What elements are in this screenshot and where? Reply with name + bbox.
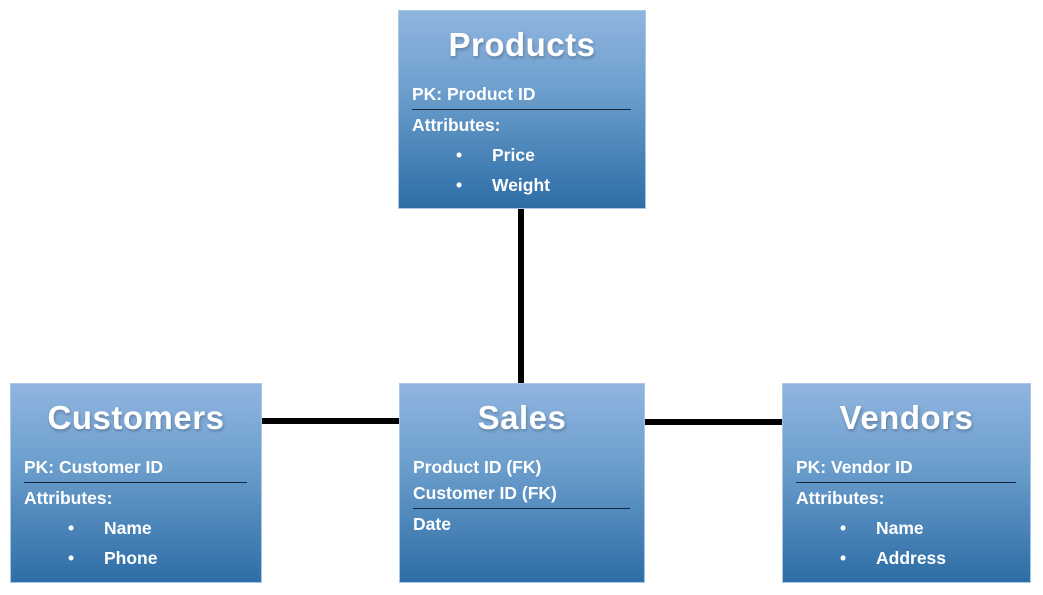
foreign-key-row: Product ID (FK) [413,457,542,477]
attribute-list-item: • Price [412,142,633,168]
attributes-label: Attributes: [24,488,113,508]
attribute-label: Name [104,518,152,538]
attribute-list-item: • Phone [24,545,249,571]
attributes-label: Attributes: [796,488,885,508]
separator-line [413,508,630,509]
bullet-icon: • [456,145,463,165]
entity-box-vendors: Vendors PK: Vendor ID Attributes: • Name… [782,383,1031,583]
attribute-list-item: • Name [796,515,1018,541]
entity-title-vendors: Vendors [839,399,974,436]
bullet-icon: • [840,518,847,538]
attribute-label: Name [876,518,924,538]
primary-key-row: PK: Vendor ID [796,457,913,477]
bullet-icon: • [68,548,75,568]
connector-customers-sales [260,418,400,424]
attribute-label: Price [492,145,535,165]
bullet-icon: • [456,175,463,195]
entity-box-sales: Sales Product ID (FK) Customer ID (FK) D… [399,383,645,583]
entity-body-sales: Product ID (FK) Customer ID (FK) Date [400,438,644,537]
primary-key-row: PK: Customer ID [24,457,164,477]
entity-body-vendors: PK: Vendor ID Attributes: • Name • Addre… [783,438,1030,571]
attribute-label: Address [876,548,947,568]
foreign-key-row: Customer ID (FK) [413,483,557,503]
separator-line [412,109,631,110]
entity-title-sales: Sales [477,399,567,436]
entity-title-products: Products [448,26,596,63]
attribute-list-item: • Weight [412,172,633,198]
attribute-list-item: • Address [796,545,1018,571]
entity-box-customers: Customers PK: Customer ID Attributes: • … [10,383,262,583]
primary-key-row: PK: Product ID [412,84,536,104]
bullet-icon: • [68,518,75,538]
date-field-row: Date [413,514,451,534]
bullet-icon: • [840,548,847,568]
connector-products-sales [518,209,524,387]
separator-line [24,482,247,483]
attribute-label: Weight [492,175,551,195]
separator-line [796,482,1016,483]
connector-sales-vendors [644,419,783,425]
attributes-label: Attributes: [412,115,501,135]
entity-box-products: Products PK: Product ID Attributes: • Pr… [398,10,646,209]
entity-title-customers: Customers [47,399,225,436]
attribute-list-item: • Name [24,515,249,541]
attribute-label: Phone [104,548,158,568]
entity-body-products: PK: Product ID Attributes: • Price • Wei… [399,65,645,198]
entity-body-customers: PK: Customer ID Attributes: • Name • Pho… [11,438,261,571]
